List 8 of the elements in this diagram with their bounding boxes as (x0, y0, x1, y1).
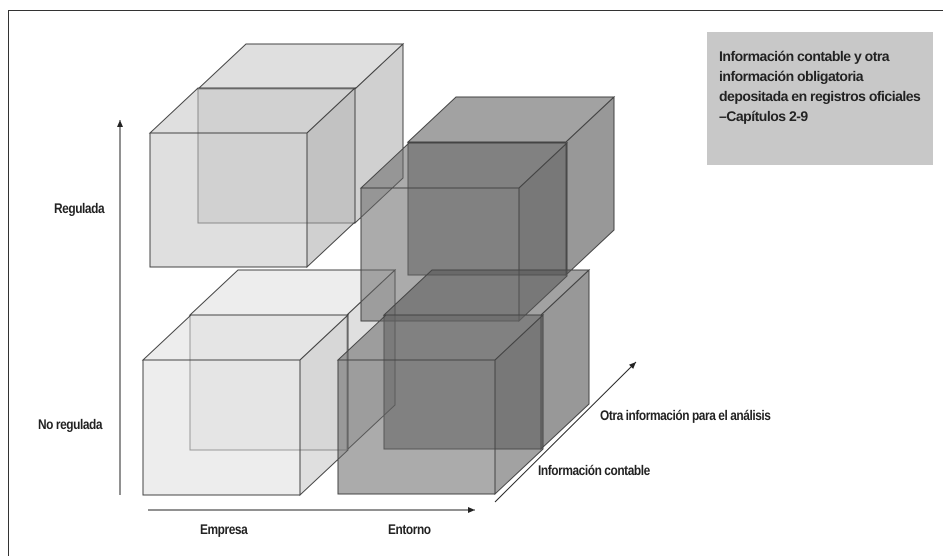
callout-text: Información contable y otra información obligatoria depositada en registros oficiales –Capítulos 2-9 (719, 47, 921, 126)
axis-label: Información contable (538, 462, 650, 478)
axis-label: Empresa (200, 521, 248, 537)
axis-label: No regulada (38, 416, 102, 432)
axis-label: Otra información para el análisis (600, 407, 770, 423)
axis-label: Regulada (54, 200, 104, 216)
axis-label: Entorno (388, 521, 431, 537)
callout-box (707, 32, 933, 165)
